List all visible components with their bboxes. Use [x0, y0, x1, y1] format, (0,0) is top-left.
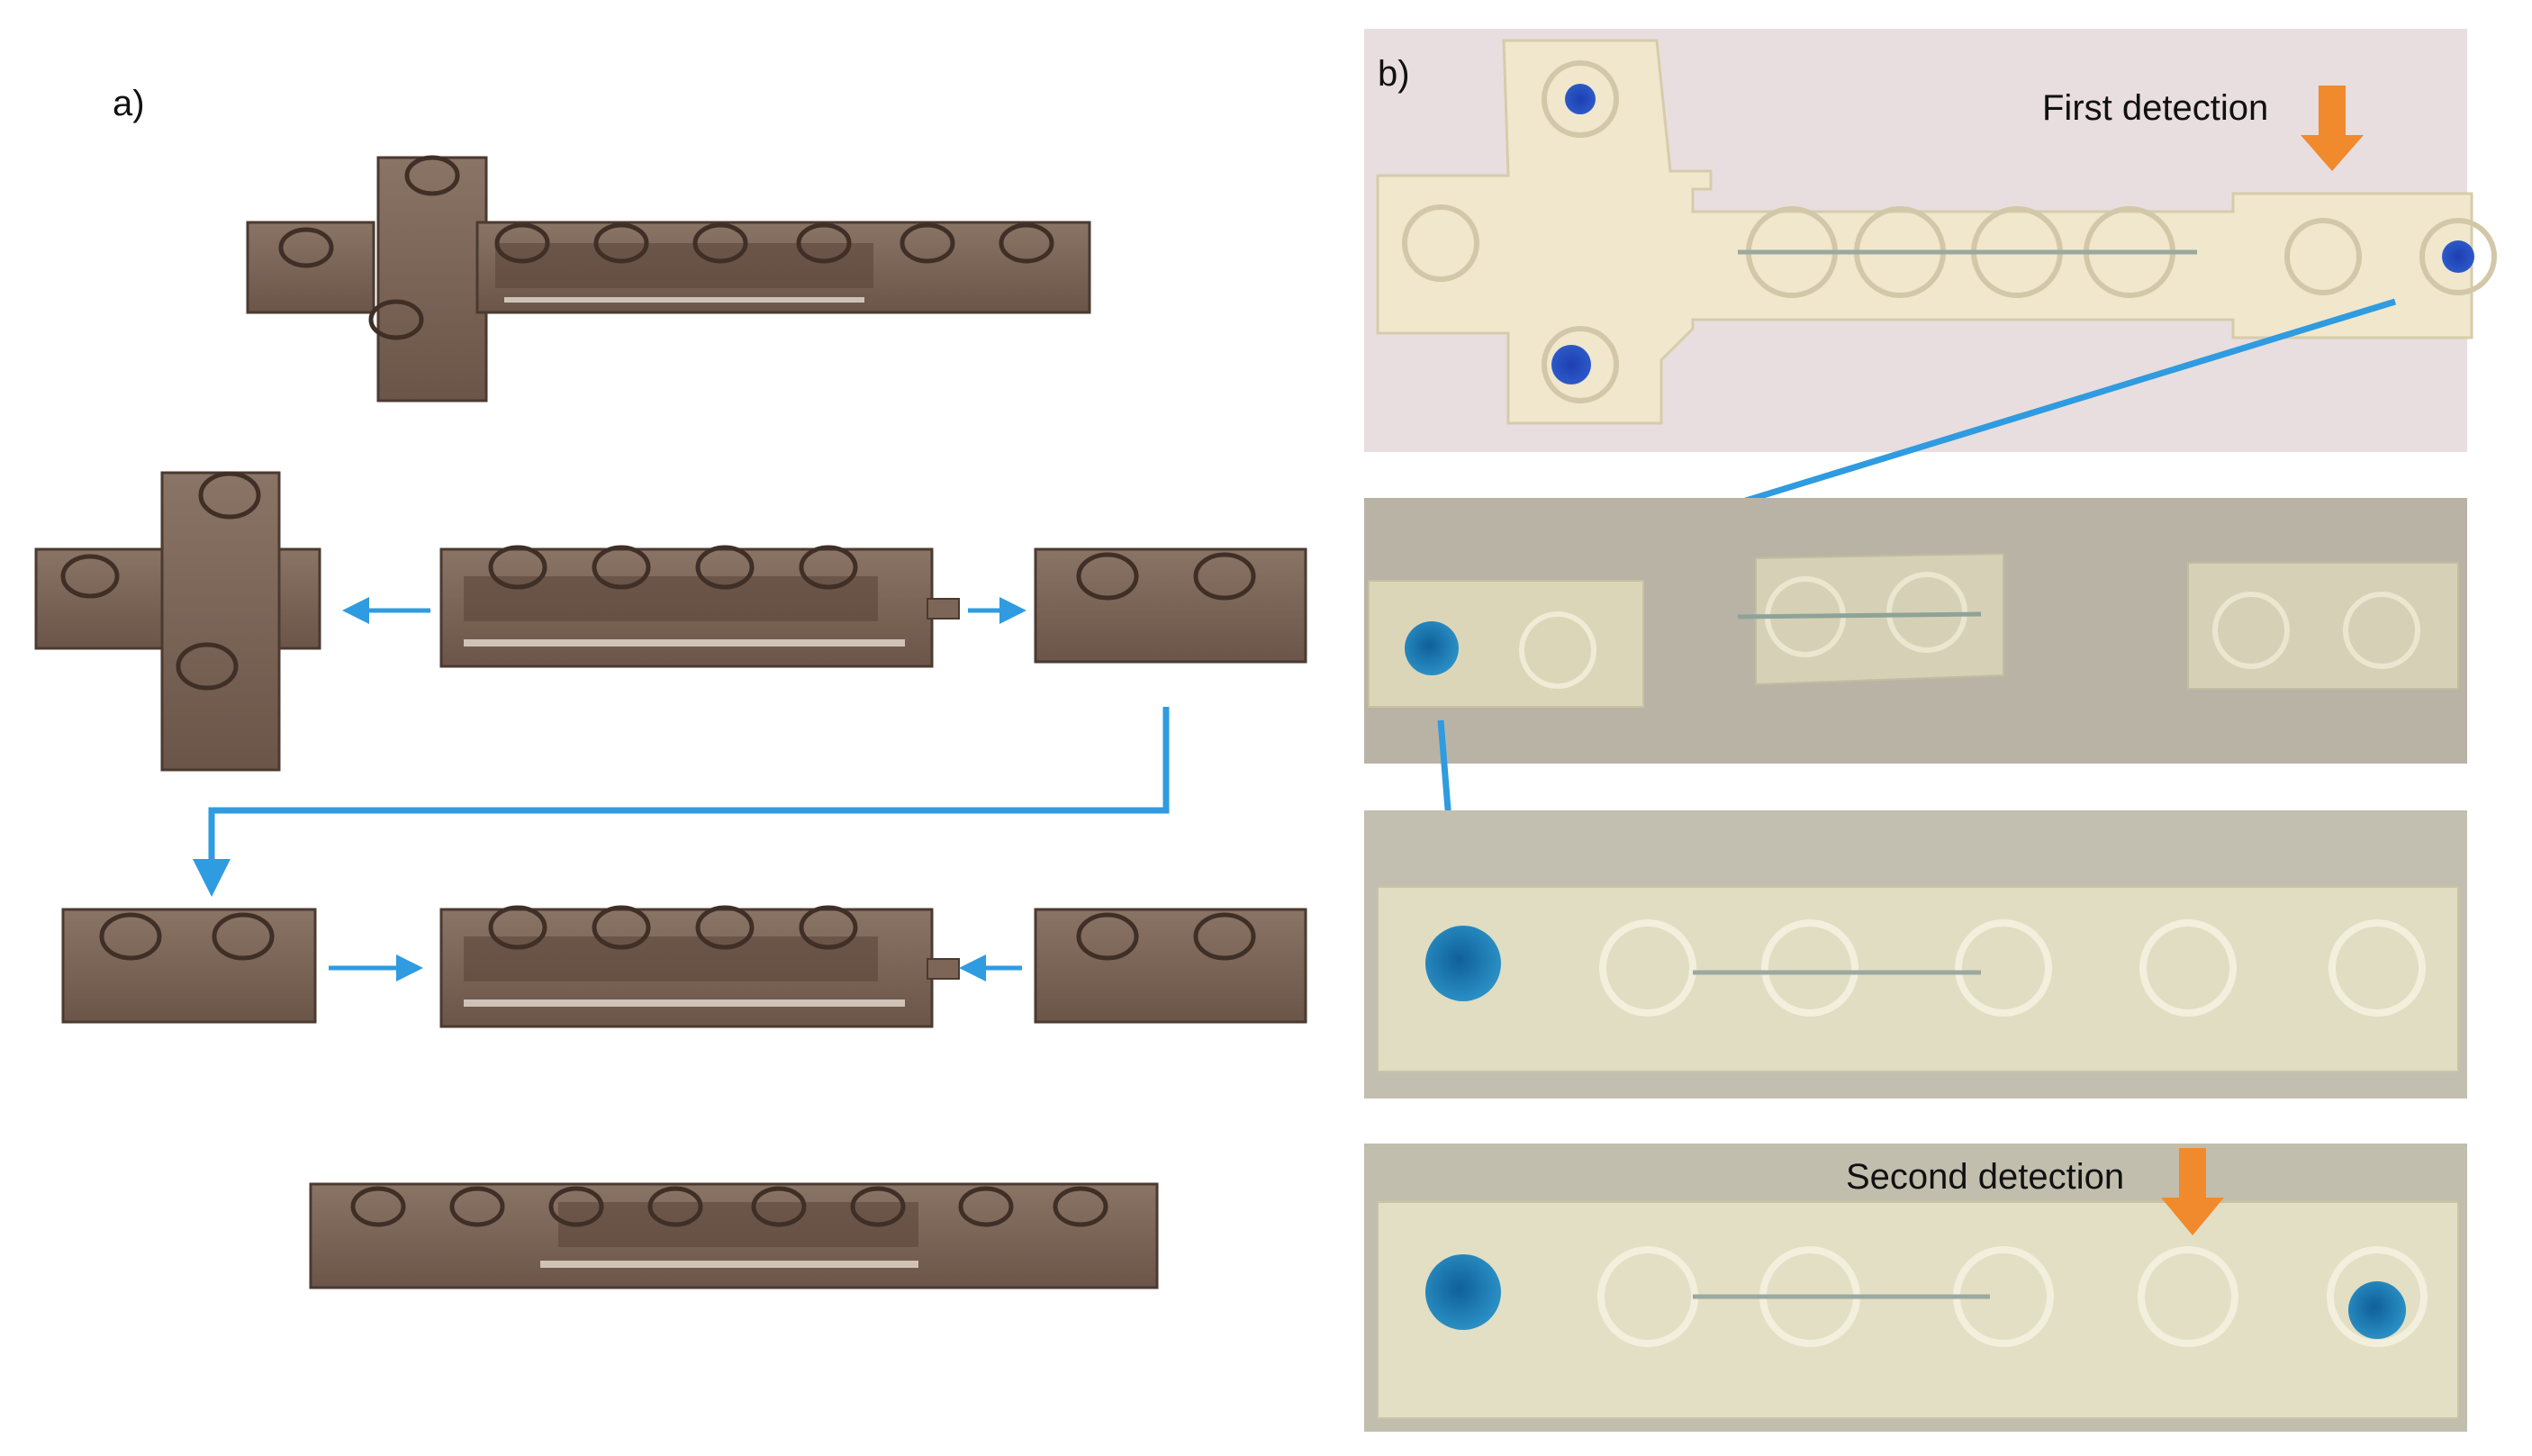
disassembled-detection-module: [1034, 547, 1307, 664]
dye-spot: [2442, 240, 2474, 273]
photo-2-disassembled: [1364, 498, 2467, 764]
photo-4-final: [1364, 1144, 2467, 1432]
dye-spot: [1551, 345, 1591, 384]
dye-spot: [1405, 621, 1459, 675]
panel-b: b) First detection: [1364, 29, 2497, 1432]
reassembled-channel-module: [439, 905, 960, 1028]
arrow-connector: [193, 707, 1170, 897]
dye-spot: [1565, 84, 1596, 114]
reassembled-left-module: [61, 908, 317, 1024]
reassembled-right-module: [1034, 908, 1307, 1024]
disassembled-channel-module: [439, 545, 960, 668]
orange-arrow-first: [2301, 86, 2364, 171]
first-detection-label: First detection: [2042, 88, 2268, 128]
dye-spot: [1425, 926, 1501, 1001]
orange-arrow-second: [2161, 1148, 2224, 1235]
panel-b-label: b): [1378, 54, 1410, 94]
disassembled-cross-module: [34, 471, 321, 772]
final-assembled-device: [309, 1182, 1159, 1289]
assembled-cross-device: [246, 155, 1091, 402]
panel-a: a): [34, 84, 1307, 1289]
photo-3-reassembled: [1364, 810, 2467, 1099]
second-detection-label: Second detection: [1846, 1157, 2124, 1197]
dye-spot: [2348, 1281, 2406, 1339]
panel-a-label: a): [113, 84, 145, 123]
dye-spot: [1425, 1254, 1501, 1330]
photo-1-assembled: [1364, 29, 2497, 452]
